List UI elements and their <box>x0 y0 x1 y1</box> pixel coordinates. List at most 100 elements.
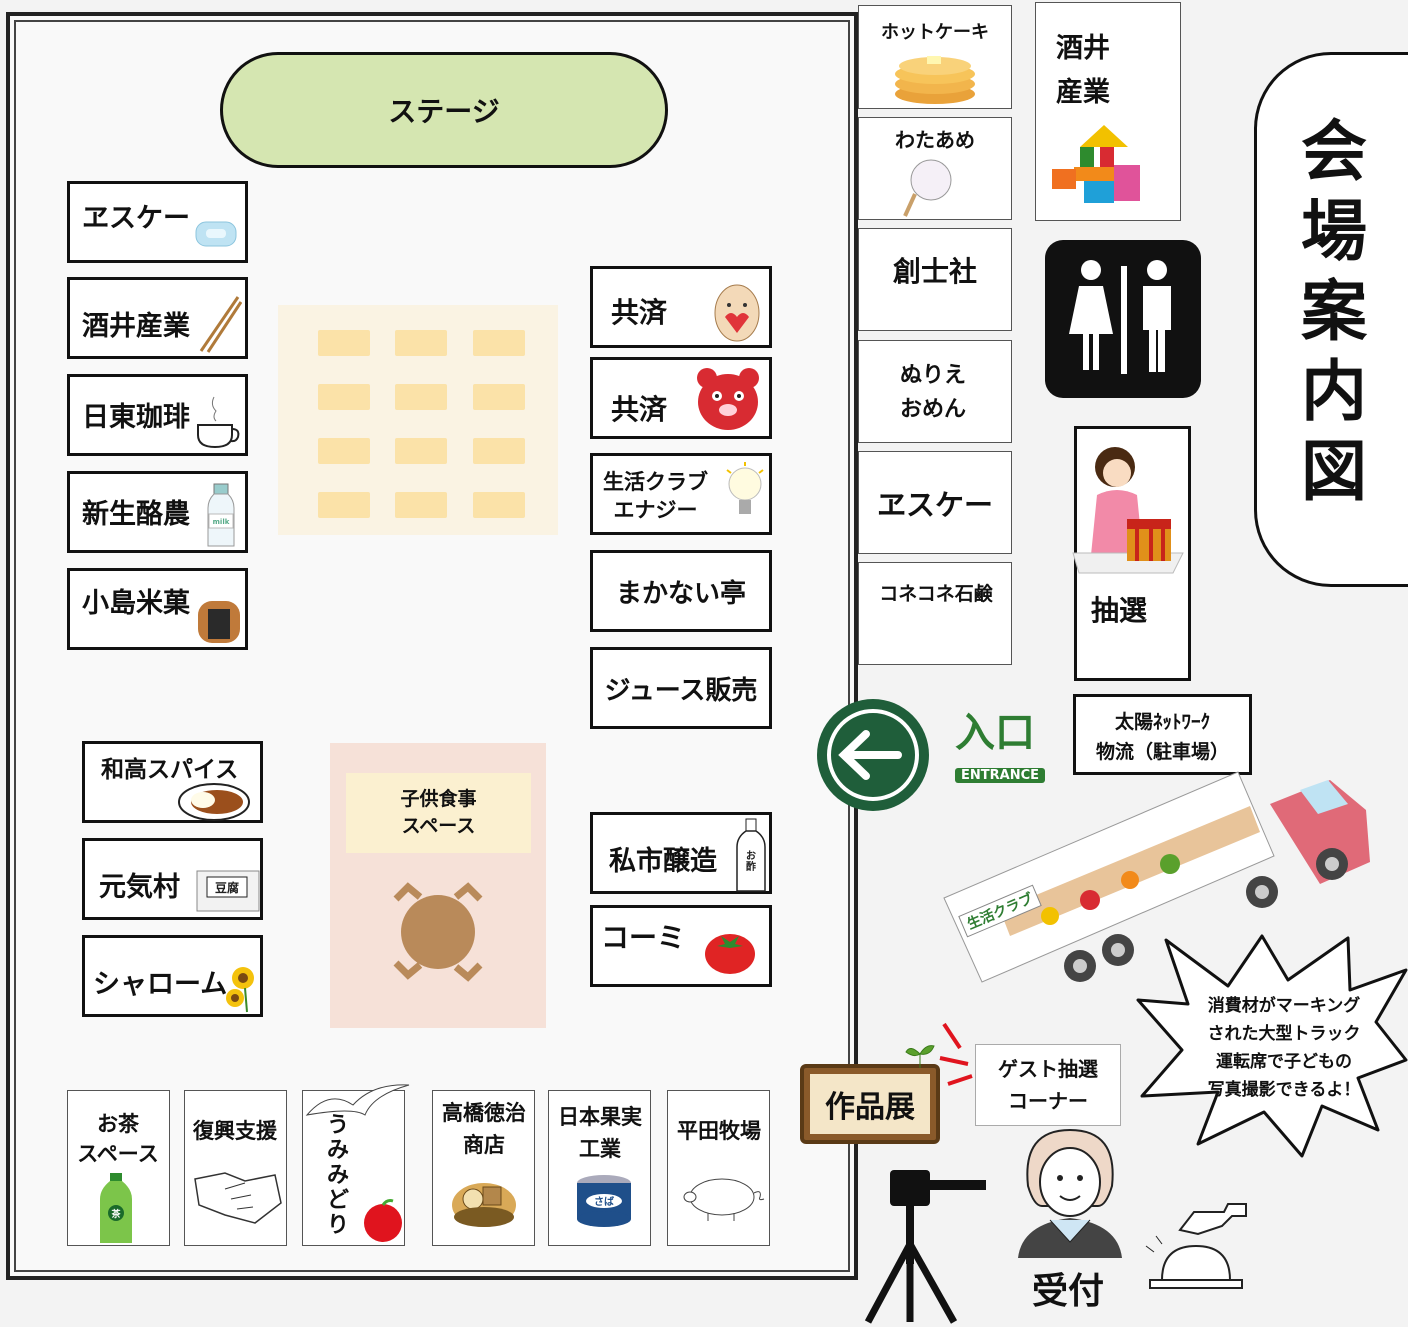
entrance-arrow-icon[interactable] <box>814 696 932 814</box>
seat <box>473 384 525 410</box>
booth-tea-space[interactable]: お茶 スペース 茶 <box>67 1090 170 1246</box>
speech-bubble-text: 消費材がマーキング された大型トラック 運転席で子どもの 写真撮影できるよ！ <box>1207 996 1361 1100</box>
booth-label: シャローム <box>93 969 228 1000</box>
booth-label: 復興支援 <box>193 1119 277 1143</box>
booth-kojima-beika[interactable]: 小島米菓 <box>67 568 248 650</box>
booth-shalom[interactable]: シャローム <box>82 935 263 1017</box>
booth-kisaichi[interactable]: 私市醸造 お酢 <box>590 812 772 894</box>
booth-label: コネコネ石鹸 <box>879 583 993 605</box>
mascot-icon <box>714 284 760 342</box>
seat <box>318 384 370 410</box>
booth-umimidori[interactable]: うみみどり <box>302 1084 410 1246</box>
hall-inner-outline <box>14 20 850 1272</box>
emphasis-lines-icon <box>939 1022 973 1086</box>
booth-kyosai-1[interactable]: 共済 <box>590 266 772 348</box>
vinegar-bottle-icon: お酢 <box>736 818 766 892</box>
booth-label: 私市醸造 <box>609 846 717 877</box>
booth-label: 共済 <box>611 296 668 329</box>
kids-space-sign: 子供食事 スペース <box>346 773 531 853</box>
booth-label: 太陽ﾈｯﾄﾜｰｸ 物流（駐車場） <box>1095 711 1229 763</box>
booth-label: ぬりえ おめん <box>899 363 966 422</box>
booth-label: 新生酪農 <box>82 499 190 530</box>
booth-soshisha[interactable]: 創士社 <box>858 228 1012 331</box>
booth-shinsei-rakuno[interactable]: 新生酪農 milk <box>67 471 248 553</box>
tea-label: 茶 <box>110 1208 121 1220</box>
seat <box>318 330 370 356</box>
booth-hirata-farm[interactable]: 平田牧場 <box>667 1090 770 1246</box>
seat <box>318 438 370 464</box>
page-title: 会場案内図 <box>1301 113 1367 510</box>
lottery-label: 抽選 <box>1091 594 1148 627</box>
booth-label: 酒井 産業 <box>1056 33 1110 108</box>
handshake-icon <box>194 1172 282 1224</box>
tofu-label: 豆腐 <box>215 880 239 895</box>
truck-illustration: 生活クラブ <box>943 771 1370 983</box>
sunflower-icon <box>226 967 254 1013</box>
title-pill <box>1254 52 1408 587</box>
booth-nitto-coffee[interactable]: 日東珈琲 <box>67 374 248 456</box>
taiyo-logistics-parking[interactable]: 太陽ﾈｯﾄﾜｰｸ 物流（駐車場） <box>1073 694 1252 775</box>
booth-nihon-kajitsu[interactable]: 日本果実 工業 さば <box>548 1090 651 1246</box>
booth-label: わたあめ <box>895 128 975 152</box>
curry-plate-icon <box>178 783 250 821</box>
booth-nurie-omen[interactable]: ぬりえ おめん <box>858 340 1012 443</box>
speech-bubble-shape <box>1136 934 1408 1158</box>
booth-genkimura[interactable]: 元気村 豆腐 <box>82 838 263 920</box>
exhibition-label: 作品展 <box>810 1074 930 1134</box>
milk-label: milk <box>213 518 230 526</box>
booth-label: ホットケーキ <box>881 22 989 43</box>
booth-esuke-right[interactable]: ヱスケー <box>858 451 1012 554</box>
exhibition-sign: 作品展 <box>800 1064 940 1144</box>
milk-bottle-icon: milk <box>207 483 235 547</box>
stage: ステージ <box>220 52 668 168</box>
seat <box>318 492 370 518</box>
booth-seikatsu-energy[interactable]: 生活クラブ エナジー <box>590 453 772 535</box>
seagull-icon <box>305 1084 410 1116</box>
can-label: さば <box>594 1195 614 1208</box>
booth-juice[interactable]: ジュース販売 <box>590 647 772 729</box>
restroom-sign <box>1045 240 1201 398</box>
booth-label: 小島米菓 <box>82 588 190 619</box>
cotton-candy-icon <box>903 159 952 217</box>
lottery-booth[interactable]: 抽選 <box>1072 426 1191 681</box>
booth-label: 共済 <box>611 393 668 426</box>
booth-kyosai-2[interactable]: 共済 <box>590 357 772 439</box>
bear-mascot-icon <box>697 368 759 430</box>
tomato-icon <box>705 934 755 974</box>
apple-icon <box>364 1199 402 1242</box>
booth-wataka-spice[interactable]: 和高スパイス <box>82 741 263 823</box>
booth-label: コーミ <box>601 921 686 954</box>
booth-cotton-candy[interactable]: わたあめ <box>858 117 1012 220</box>
tofu-icon: 豆腐 <box>196 870 260 912</box>
booth-label: 酒井産業 <box>82 311 190 342</box>
booth-sakai[interactable]: 酒井産業 <box>67 277 248 359</box>
rice-cracker-icon <box>198 601 240 643</box>
soap-icon <box>195 221 237 247</box>
booth-label: まかない亭 <box>615 578 746 609</box>
booth-komi[interactable]: コーミ <box>590 905 772 987</box>
booth-label: 日東珈琲 <box>82 402 190 433</box>
booth-label: うみみどり <box>326 1113 349 1238</box>
booth-konekone-soap[interactable]: コネコネ石鹸 <box>858 562 1012 665</box>
tea-bottle-icon: 茶 <box>100 1173 132 1243</box>
booth-label: 平田牧場 <box>677 1119 761 1143</box>
light-bulb-icon <box>726 462 764 514</box>
booth-makanaitei[interactable]: まかない亭 <box>590 550 772 632</box>
booth-takahashi[interactable]: 高橋徳治 商店 <box>432 1090 535 1246</box>
booth-sakai-corner[interactable]: 酒井 産業 <box>1035 2 1181 221</box>
booth-label: ヱスケー <box>876 487 993 522</box>
booth-label: お茶 スペース <box>77 1112 159 1166</box>
booth-fukko-shien[interactable]: 復興支援 <box>184 1090 287 1246</box>
booth-esuke[interactable]: ヱスケー <box>67 181 248 263</box>
kids-space-label: 子供食事 スペース <box>400 788 477 837</box>
booth-hotcake[interactable]: ホットケーキ <box>858 5 1012 109</box>
service-bell-icon[interactable] <box>1140 1200 1252 1298</box>
chopsticks-icon <box>199 296 242 353</box>
entrance-label: 入口 <box>955 710 1035 756</box>
seat <box>395 384 447 410</box>
guest-lottery-corner[interactable]: ゲスト抽選 コーナー <box>975 1044 1121 1126</box>
canned-fish-icon: さば <box>577 1175 631 1227</box>
reception-label: 受付 <box>1032 1271 1105 1312</box>
pig-icon <box>683 1178 765 1221</box>
toy-blocks-icon <box>1052 125 1140 203</box>
